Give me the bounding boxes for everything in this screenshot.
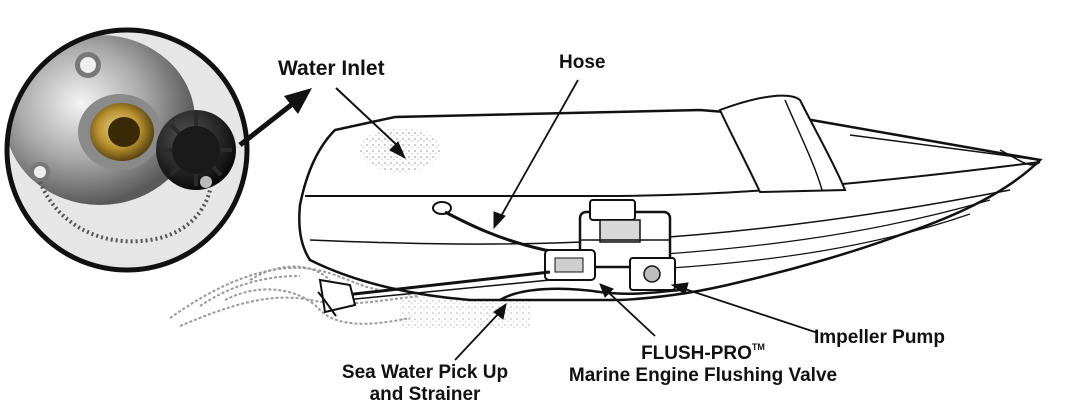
label-impeller-pump: Impeller Pump (814, 327, 945, 348)
label-flush-pro-name: FLUSH-PRO (641, 343, 752, 364)
label-sea-pickup-line1: Sea Water Pick Up (341, 362, 509, 383)
water-wake (169, 265, 421, 327)
water-inlet-inset (4, 27, 250, 273)
water-inlet-fitting (432, 201, 452, 215)
trademark-mark: TM (751, 342, 765, 352)
leader-lines (335, 79, 819, 361)
label-water-inlet: Water Inlet (278, 57, 385, 80)
label-sea-pickup-line2: and Strainer (369, 383, 481, 405)
intake-line (499, 287, 681, 302)
label-sea-water-pickup: Sea Water Pick Up and Strainer (330, 362, 520, 406)
inset-arrow (238, 88, 312, 147)
boat (298, 94, 1043, 302)
outboard-engine (544, 199, 676, 291)
inlet-cap (156, 110, 236, 190)
label-hose: Hose (559, 52, 606, 73)
pickup-assembly (317, 270, 681, 317)
inset-frame (4, 27, 250, 273)
label-flush-pro: FLUSH-PROTM Marine Engine Flushing Valve (548, 342, 858, 387)
label-flush-valve: Marine Engine Flushing Valve (568, 364, 838, 386)
sea-water-strainer (318, 278, 357, 314)
